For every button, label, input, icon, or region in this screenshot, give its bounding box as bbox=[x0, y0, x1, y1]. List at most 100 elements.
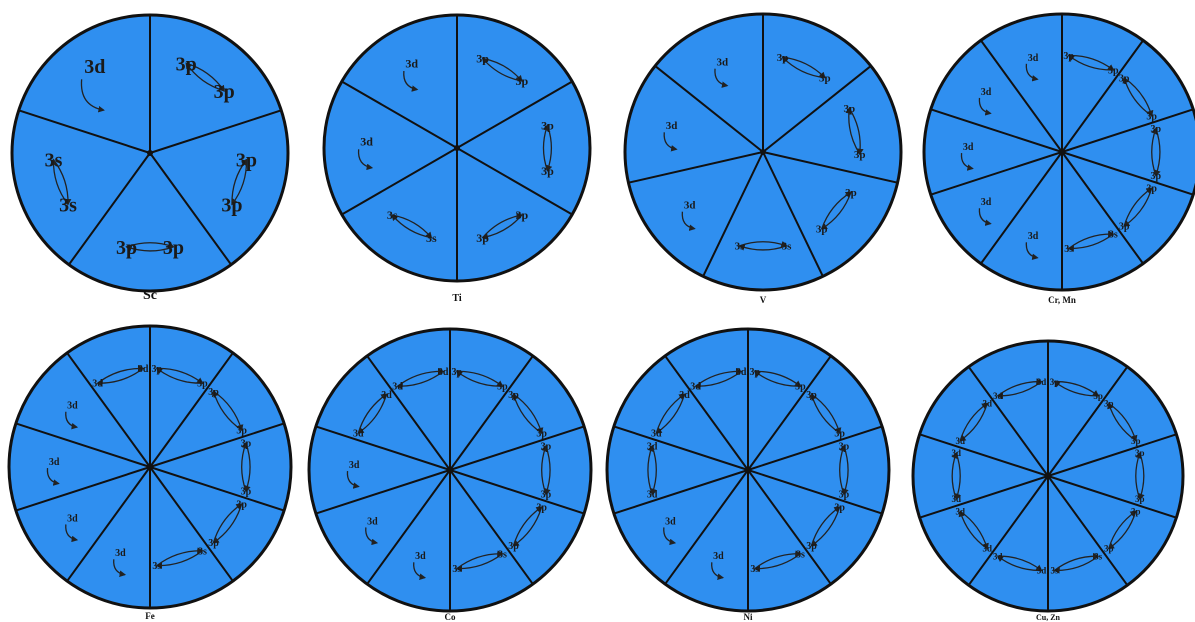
orbital-label: 3p bbox=[208, 538, 219, 549]
orbital-label: 3d bbox=[1037, 377, 1047, 387]
orbital-label: 3p bbox=[750, 367, 761, 378]
hub bbox=[454, 145, 460, 151]
orbital-label: 3s bbox=[735, 241, 746, 253]
orbital-label: 3p bbox=[236, 150, 257, 172]
orbital-label: 3p bbox=[843, 103, 855, 115]
orbital-label: 3s bbox=[782, 241, 793, 253]
orbital-label: 3d bbox=[647, 489, 658, 500]
orbital-label: 3p bbox=[1135, 494, 1145, 504]
orbital-label: 3d bbox=[963, 142, 974, 153]
orbital-label: 3s bbox=[59, 194, 77, 216]
orbital-label: 3p bbox=[241, 439, 252, 450]
orbital-label: 3p bbox=[1108, 66, 1119, 77]
orbital-label: 3d bbox=[84, 56, 105, 78]
element-label: Fe bbox=[145, 611, 155, 621]
orbital-label: 3d bbox=[49, 457, 60, 468]
orbital-label: 3s bbox=[452, 564, 461, 575]
orbital-label: 3p bbox=[197, 379, 208, 390]
orbital-label: 3s bbox=[1051, 566, 1060, 576]
orbital-label: 3s bbox=[1064, 244, 1073, 255]
orbital-label: 3d bbox=[716, 56, 728, 68]
orbital-label: 3p bbox=[541, 119, 554, 133]
orbital-label: 3d bbox=[92, 379, 103, 390]
hub bbox=[1059, 149, 1065, 155]
orbital-label: 3p bbox=[1151, 124, 1162, 135]
orbital-label: 3p bbox=[806, 390, 817, 401]
orbital-label: 3p bbox=[508, 390, 519, 401]
orbital-wheel: 3p3p3p3p3p3p3p3p3s3s3d3d3d3d3d3d3d3d3d3d… bbox=[913, 341, 1183, 622]
orbital-label: 3d bbox=[951, 494, 961, 504]
orbital-label: 3p bbox=[1146, 111, 1157, 122]
orbital-label: 3d bbox=[951, 448, 961, 458]
orbital-label: 3p bbox=[1131, 436, 1141, 446]
orbital-label: 3d bbox=[713, 551, 724, 562]
orbital-label: 3d bbox=[736, 367, 747, 378]
orbital-label: 3d bbox=[690, 382, 701, 393]
element-label: Sc bbox=[143, 288, 157, 303]
element-label: Ni bbox=[744, 612, 753, 622]
orbital-label: 3p bbox=[834, 502, 845, 513]
orbital-label: 3p bbox=[1131, 507, 1141, 517]
orbital-label: 3p bbox=[834, 429, 845, 440]
orbital-label: 3d bbox=[982, 399, 992, 409]
element-label: Cr, Mn bbox=[1048, 295, 1076, 305]
element-label: Co bbox=[445, 612, 456, 622]
orbital-label: 3d bbox=[360, 135, 373, 149]
orbital-label: 3p bbox=[515, 74, 528, 88]
element-label: Cu, Zn bbox=[1036, 613, 1061, 622]
orbital-label: 3p bbox=[515, 208, 528, 222]
orbital-label: 3d bbox=[349, 460, 360, 471]
orbital-label: 3p bbox=[541, 442, 552, 453]
orbital-label: 3p bbox=[176, 53, 197, 75]
orbital-label: 3p bbox=[1050, 377, 1060, 387]
element-label: V bbox=[760, 295, 767, 305]
orbital-label: 3s bbox=[1109, 229, 1118, 240]
orbital-label: 3p bbox=[536, 502, 547, 513]
orbital-label: 3d bbox=[1037, 566, 1047, 576]
orbital-label: 3d bbox=[392, 382, 403, 393]
orbital-wheel: 3p3p3p3p3p3p3s3s3d3dTi bbox=[324, 15, 590, 304]
orbital-label: 3d bbox=[981, 197, 992, 208]
orbital-label: 3p bbox=[221, 194, 242, 216]
orbital-wheel: 3p3p3p3p3p3p3s3s3d3d3dV bbox=[625, 14, 901, 305]
orbital-label: 3d bbox=[381, 390, 392, 401]
orbital-label: 3s bbox=[498, 549, 507, 560]
orbital-label: 3p bbox=[508, 541, 519, 552]
orbital-wheel: 3p3p3p3p3p3p3p3p3s3s3d3d3d3d3d3d3dCo bbox=[309, 329, 591, 622]
orbital-label: 3p bbox=[163, 237, 184, 259]
orbital-label: 3p bbox=[854, 149, 866, 161]
orbital-label: 3p bbox=[116, 237, 137, 259]
orbital-label: 3d bbox=[993, 551, 1003, 561]
hub bbox=[147, 464, 153, 470]
hub bbox=[447, 467, 453, 473]
orbital-label: 3p bbox=[816, 224, 828, 236]
orbital-label: 3d bbox=[115, 548, 126, 559]
orbital-label: 3d bbox=[982, 544, 992, 554]
orbital-label: 3p bbox=[497, 382, 508, 393]
orbital-label: 3p bbox=[208, 387, 219, 398]
orbital-label: 3p bbox=[1151, 171, 1162, 182]
orbital-label: 3p bbox=[452, 367, 463, 378]
orbital-label: 3s bbox=[1094, 551, 1103, 561]
orbital-label: 3p bbox=[152, 364, 163, 375]
orbital-label: 3d bbox=[1028, 231, 1039, 242]
orbital-label: 3p bbox=[236, 499, 247, 510]
orbital-label: 3p bbox=[476, 52, 489, 66]
orbital-label: 3d bbox=[981, 87, 992, 98]
orbital-label: 3p bbox=[541, 489, 552, 500]
orbital-wheel: 3p3p3p3p3p3p3s3s3dSc bbox=[12, 15, 288, 303]
orbital-label: 3p bbox=[1146, 184, 1157, 195]
hub bbox=[1045, 473, 1051, 479]
orbital-label: 3p bbox=[541, 164, 554, 178]
orbital-label: 3d bbox=[353, 429, 364, 440]
orbital-label: 3d bbox=[955, 507, 965, 517]
orbital-label: 3p bbox=[241, 486, 252, 497]
orbital-label: 3s bbox=[426, 231, 437, 245]
orbital-label: 3p bbox=[777, 52, 789, 64]
orbital-label: 3p bbox=[819, 72, 831, 84]
orbital-label: 3d bbox=[679, 390, 690, 401]
orbital-label: 3s bbox=[796, 549, 805, 560]
orbital-label: 3d bbox=[1028, 53, 1039, 64]
orbital-label: 3d bbox=[438, 367, 449, 378]
